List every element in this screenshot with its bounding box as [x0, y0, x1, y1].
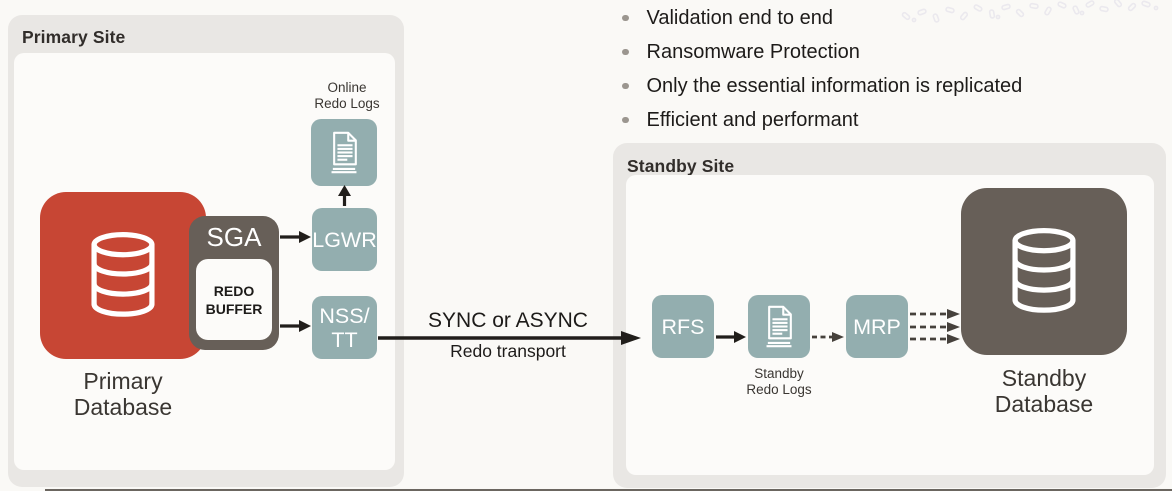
list-item: Ransomware Protection: [622, 35, 1022, 69]
arrow-lgwr-to-online-redo-icon: [338, 185, 351, 206]
standby-database-label: Standby Database: [994, 365, 1094, 417]
standby-redo-logs-label: Standby Redo Logs: [746, 366, 812, 397]
dashed-arrow-mrp-to-db-3-icon: [910, 334, 960, 344]
primary-site-title: Primary Site: [22, 27, 126, 47]
benefits-list: Validation end to end Ransomware Protect…: [622, 1, 1022, 137]
bottom-edge-line: [45, 489, 1172, 491]
bullet-dot-icon: [622, 116, 629, 124]
list-item: Validation end to end: [622, 1, 1022, 35]
list-item: Efficient and performant: [622, 103, 1022, 137]
arrow-rfs-to-standby-redo-icon: [716, 331, 746, 343]
list-item: Only the essential information is replic…: [622, 69, 1022, 103]
online-redo-logs-label: Online Redo Logs: [314, 80, 380, 111]
benefit-text: Validation end to end: [646, 6, 833, 29]
document-icon: [331, 131, 357, 174]
lgwr-box: LGWR: [312, 208, 377, 271]
sga-box: SGA REDO BUFFER: [189, 216, 279, 350]
transport-mode-label: SYNC or ASYNC: [428, 309, 588, 332]
arrow-sga-to-nss-icon: [280, 320, 311, 332]
rfs-box: RFS: [652, 295, 714, 358]
standby-site-title: Standby Site: [627, 156, 735, 176]
online-redo-logs-box: [311, 119, 377, 186]
decorative-pattern: [901, 0, 1159, 23]
arrow-sga-to-lgwr-icon: [280, 231, 311, 243]
benefit-text: Efficient and performant: [646, 108, 859, 131]
redo-buffer-box: REDO BUFFER: [196, 259, 272, 340]
mrp-box: MRP: [846, 295, 908, 358]
database-icon: [1012, 227, 1076, 313]
standby-database-tile: [961, 188, 1127, 355]
primary-database-tile: [40, 192, 206, 359]
dashed-arrow-mrp-to-db-1-icon: [910, 309, 960, 319]
dashed-arrow-mrp-to-db-2-icon: [910, 321, 960, 332]
database-icon: [91, 231, 155, 317]
benefit-text: Ransomware Protection: [646, 40, 860, 63]
dashed-arrow-srl-to-mrp-icon: [812, 332, 844, 342]
benefit-text: Only the essential information is replic…: [646, 74, 1023, 97]
primary-database-label: Primary Database: [73, 368, 173, 420]
sga-label: SGA: [206, 222, 262, 252]
standby-redo-logs-box: [748, 295, 810, 358]
bullet-dot-icon: [622, 48, 629, 56]
arrow-redo-transport-icon: [378, 331, 641, 345]
document-icon: [766, 305, 792, 348]
bullet-dot-icon: [622, 82, 629, 90]
nss-tt-box: NSS/ TT: [312, 296, 377, 359]
bullet-dot-icon: [622, 14, 629, 22]
transport-channel-label: Redo transport: [450, 341, 566, 361]
